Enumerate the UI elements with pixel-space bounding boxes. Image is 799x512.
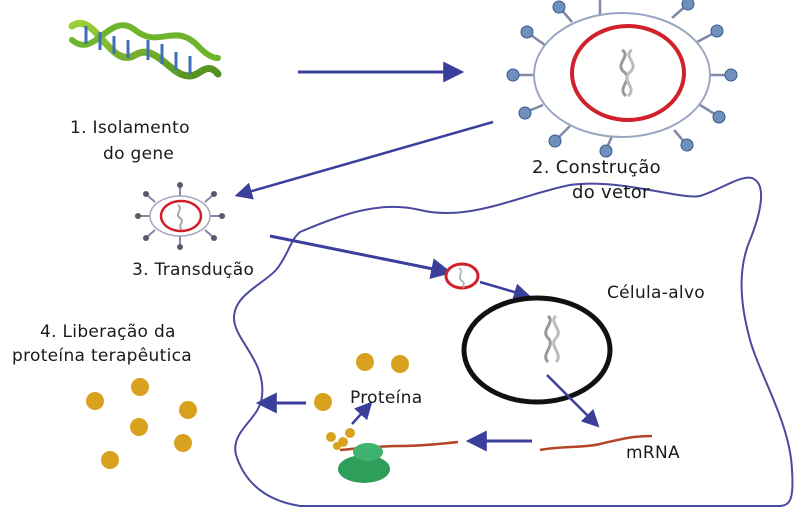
small-vector-icon xyxy=(135,182,225,250)
arrow-step2-to-step3 xyxy=(234,120,494,200)
arrow-to-nucleus xyxy=(479,280,532,301)
target-cell-membrane xyxy=(232,176,794,507)
arrow-transduction xyxy=(269,234,453,279)
arrow-ribosome-to-protein xyxy=(351,401,373,425)
released-protein-icon xyxy=(86,378,197,469)
target-cell-label: Célula-alvo xyxy=(607,283,705,303)
step2-label-line1: 2. Construção xyxy=(532,157,661,178)
step4-label-line1: 4. Liberação da xyxy=(40,322,176,342)
step1-label-line1: 1. Isolamento xyxy=(70,118,190,138)
mrna-label: mRNA xyxy=(626,443,680,463)
step2-label-line2: do vetor xyxy=(572,182,650,203)
intracellular-protein-icon xyxy=(314,353,409,411)
protein-label: Proteína xyxy=(350,388,422,408)
dna-helix-icon xyxy=(68,19,222,80)
intracellular-vector-icon xyxy=(444,262,480,290)
step4-label-line2: proteína terapêutica xyxy=(12,346,192,366)
nascent-protein-icon xyxy=(326,428,355,450)
ribosome-icon xyxy=(338,443,390,483)
mrna-strand-icon xyxy=(539,434,653,452)
vector-virus-icon xyxy=(506,0,738,158)
step1-label-line2: do gene xyxy=(103,144,174,164)
step3-label: 3. Transdução xyxy=(132,260,254,280)
arrow-nucleus-to-mrna xyxy=(546,374,600,428)
nucleus-icon xyxy=(461,295,613,405)
